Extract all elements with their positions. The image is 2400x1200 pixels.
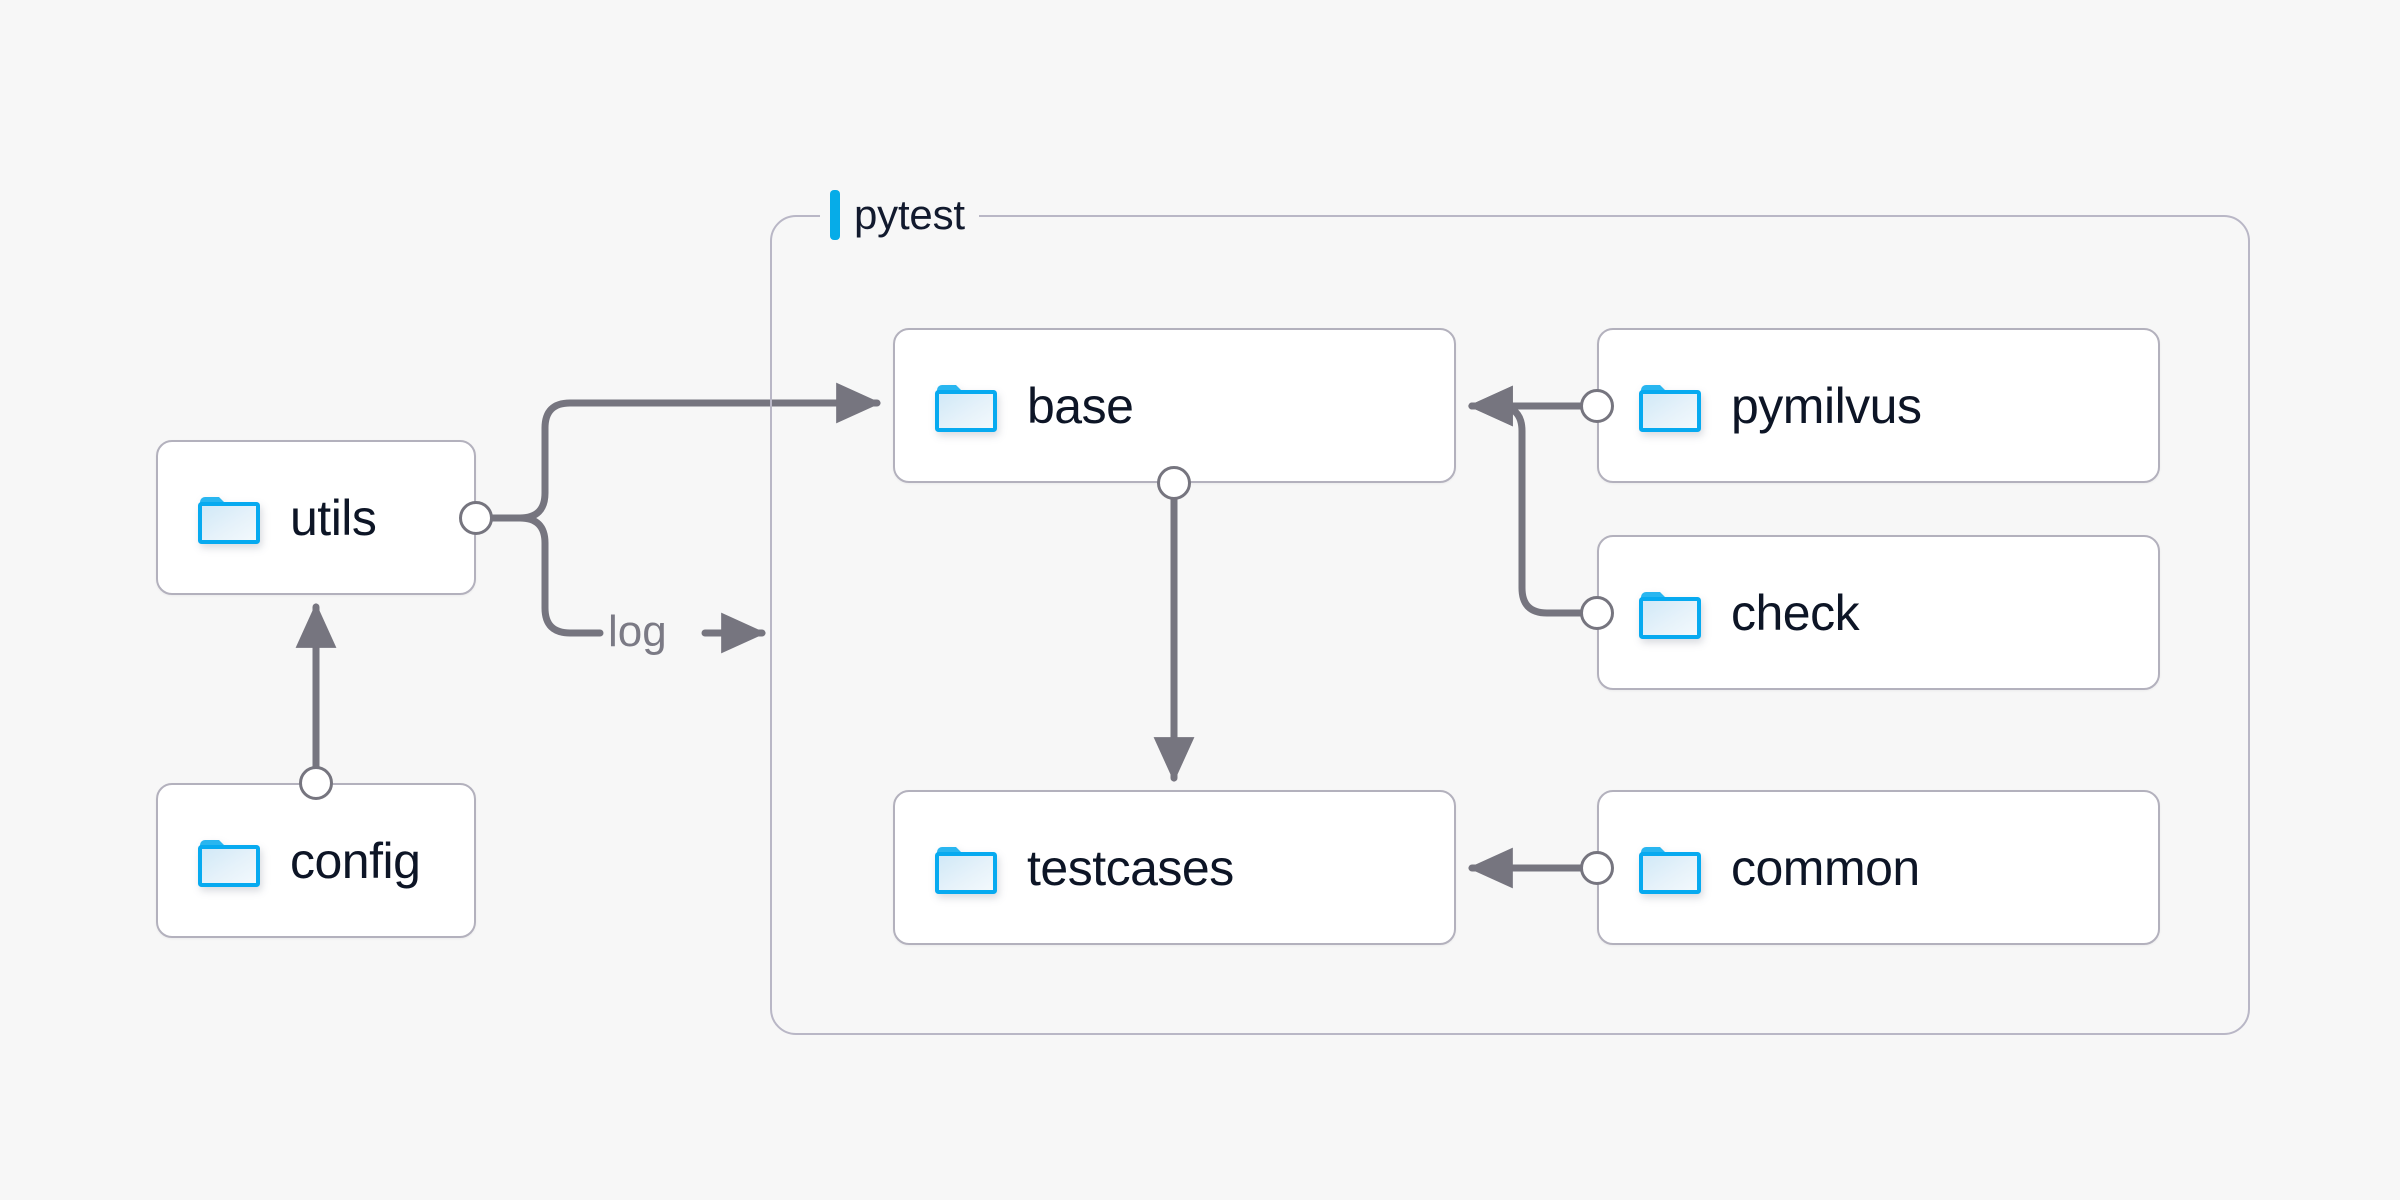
node-label-base: base [1027,377,1134,434]
node-common[interactable]: common [1597,790,2160,945]
group-label-text: pytest [854,191,965,238]
node-label-utils: utils [290,489,377,546]
node-label-testcases: testcases [1027,839,1234,896]
folder-icon [935,384,997,432]
port-utils-right[interactable] [459,501,493,535]
node-label-common: common [1731,839,1920,896]
node-label-config: config [290,832,421,889]
port-config-top[interactable] [299,766,333,800]
group-container-pytest[interactable] [770,215,2250,1035]
folder-icon [1639,846,1701,894]
node-check[interactable]: check [1597,535,2160,690]
node-config[interactable]: config [156,783,476,938]
node-pymilvus[interactable]: pymilvus [1597,328,2160,483]
port-common-left[interactable] [1580,851,1614,885]
port-check-left[interactable] [1580,596,1614,630]
folder-icon [198,839,260,887]
port-base-bottom[interactable] [1157,466,1191,500]
group-label-pytest: pytest [820,188,979,242]
folder-icon [1639,384,1701,432]
port-pymilvus-left[interactable] [1580,389,1614,423]
node-utils[interactable]: utils [156,440,476,595]
folder-icon [198,496,260,544]
node-label-check: check [1731,584,1860,641]
node-label-pymilvus: pymilvus [1731,377,1922,434]
edge-utils-to-log [489,514,604,637]
folder-icon [1639,591,1701,639]
edge-check-to-base [1467,385,1584,617]
edge-label-log: log [608,607,667,656]
node-base[interactable]: base [893,328,1456,483]
folder-icon [935,846,997,894]
node-testcases[interactable]: testcases [893,790,1456,945]
accent-bar-icon [830,190,840,240]
